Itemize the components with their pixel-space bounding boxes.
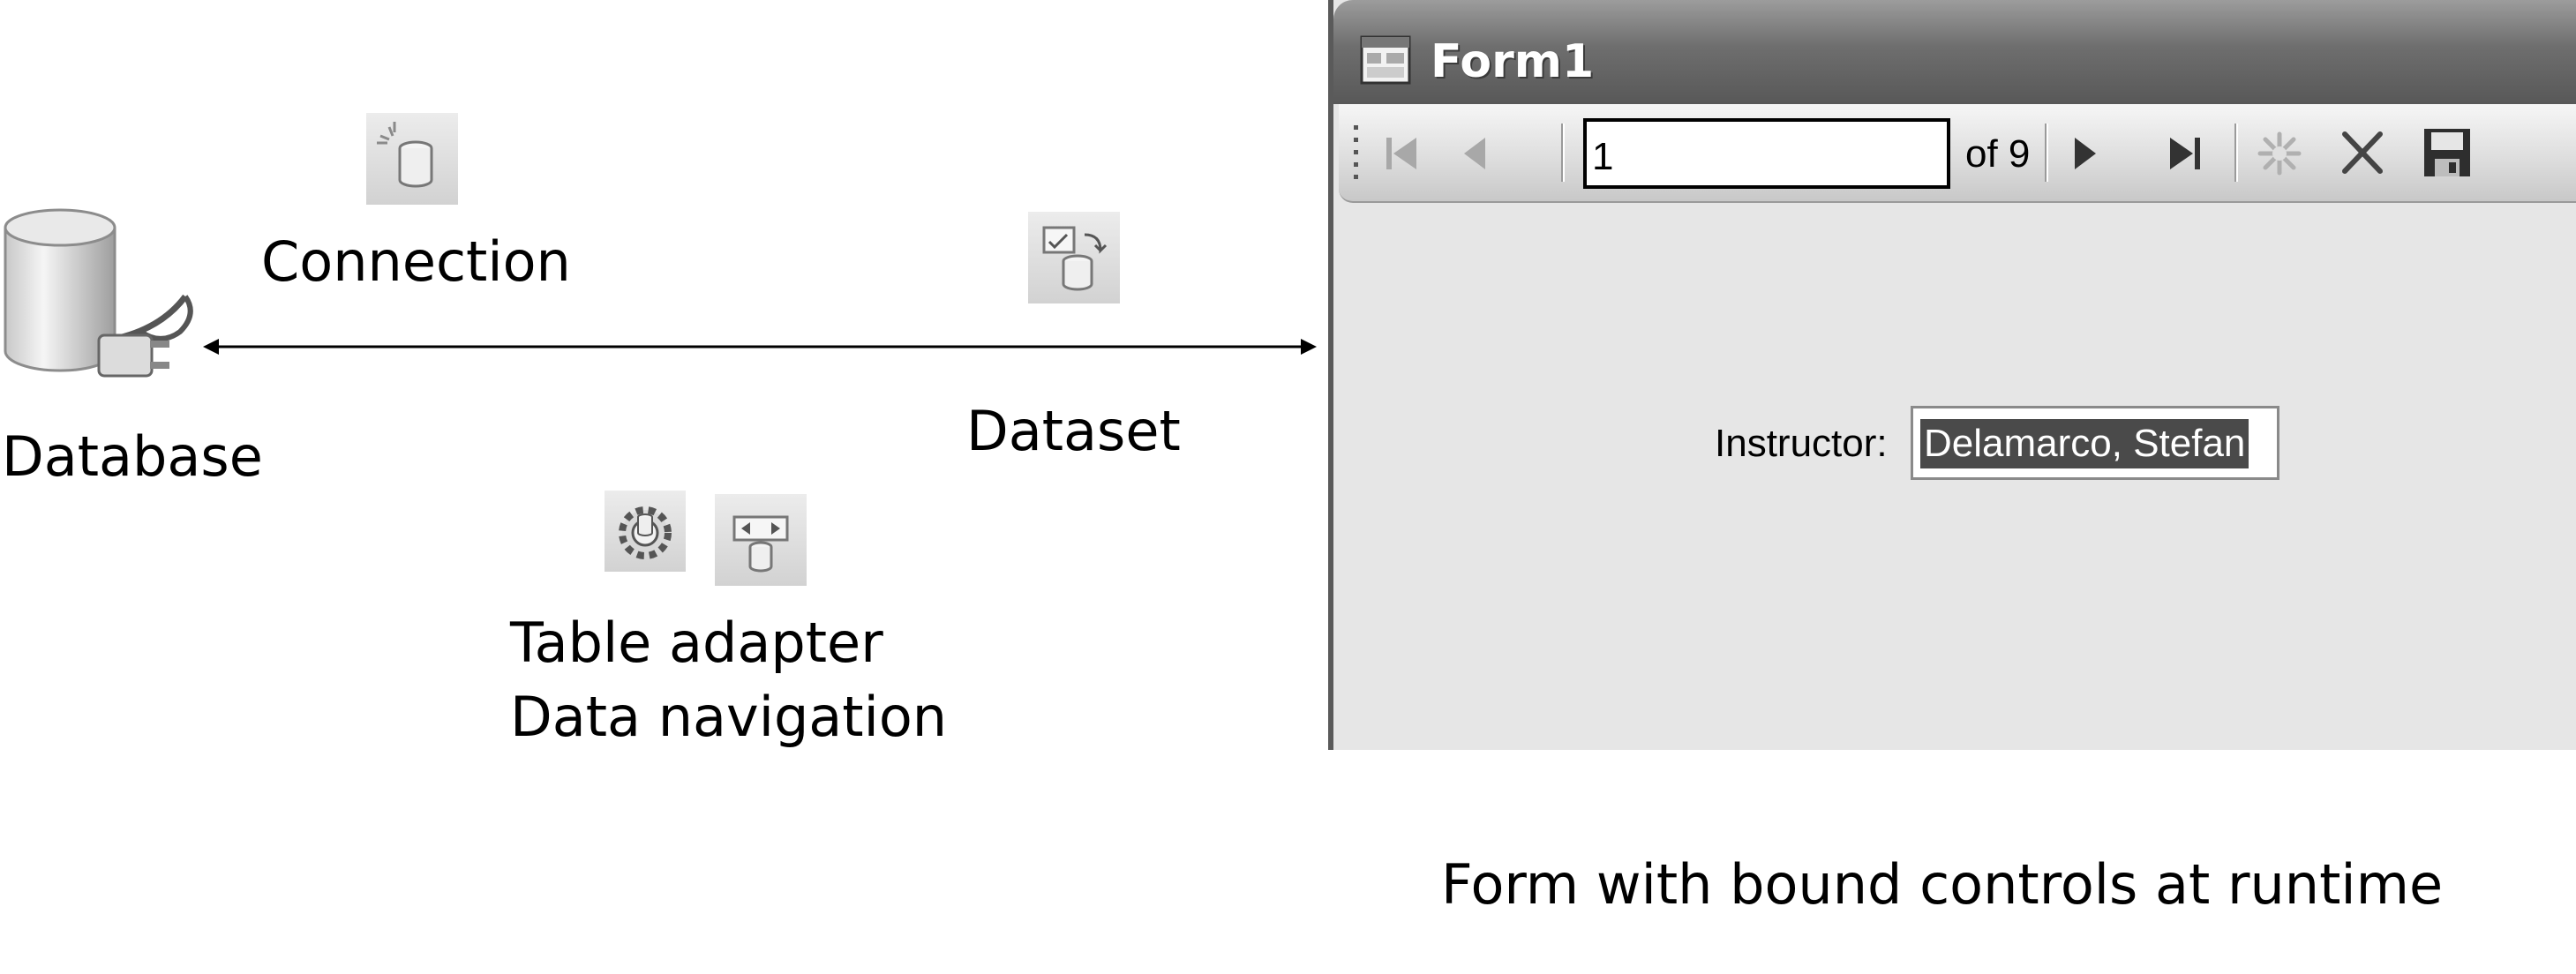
connection-component-icon [366,113,458,205]
table-adapter-gear-icon [605,491,686,572]
title-bar[interactable]: Form1 [1333,0,2576,104]
toolbar-separator [2234,124,2238,182]
toolbar-separator [2045,124,2048,182]
instructor-textbox[interactable]: Delamarco, Stefan [1911,406,2279,480]
move-next-button[interactable] [2062,122,2107,184]
move-first-button[interactable] [1376,122,1429,184]
count-label: of 9 [1965,132,2031,176]
delete-button[interactable] [2336,122,2389,184]
position-input[interactable] [1583,118,1950,189]
binding-navigator-toolbar: of 9 [1339,104,2576,203]
window-title: Form1 [1431,35,1595,88]
form-caption: Form with bound controls at runtime [1441,852,2444,917]
binding-navigator-icon [715,494,807,586]
save-button[interactable] [2419,122,2475,184]
database-plug-icon [0,208,203,385]
data-flow-arrow [203,332,1317,362]
toolbar-separator [1561,124,1565,182]
data-navigation-label: Data navigation [510,685,948,749]
table-adapter-label: Table adapter [510,611,883,675]
dataset-label: Dataset [966,399,1181,463]
form-window: Form1 of 9 Instructor: [1328,0,2576,750]
dataset-component-icon [1028,212,1120,303]
instructor-label: Instructor: [1715,422,1888,465]
connection-label: Connection [261,229,571,294]
database-label: Database [2,424,263,489]
move-previous-button[interactable] [1453,122,1498,184]
toolbar-grip-icon[interactable] [1351,122,1362,184]
form-window-icon [1360,35,1411,85]
add-new-button[interactable] [2253,122,2306,184]
instructor-value: Delamarco, Stefan [1920,419,2249,468]
move-last-button[interactable] [2159,122,2212,184]
